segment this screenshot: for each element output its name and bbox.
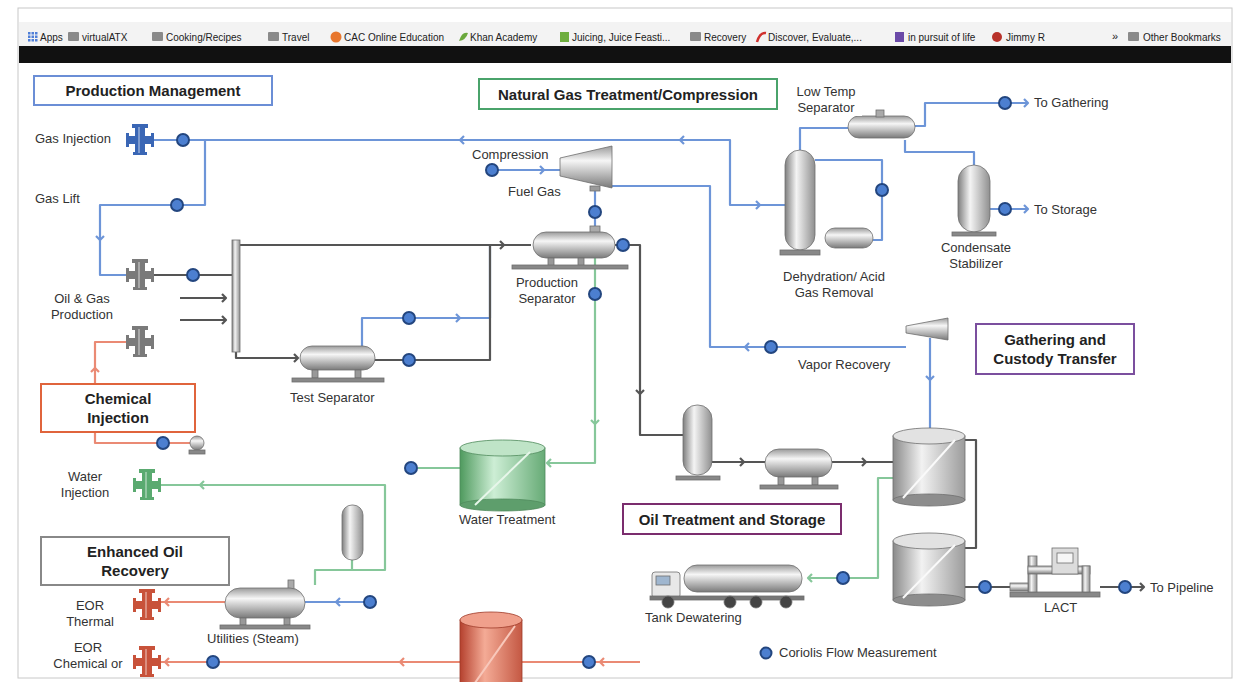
flow-destination: To Pipeline (1150, 580, 1214, 596)
equipment-label: Utilities (Steam) (207, 631, 299, 647)
section-title: Enhanced Oil Recovery (52, 542, 218, 580)
bookmark-label: Other Bookmarks (1143, 31, 1221, 44)
equipment-label: Condensate Stabilizer (935, 240, 1017, 272)
section-title: Gathering and Custody Transfer (987, 330, 1123, 368)
equipment-label: Production Separator (508, 275, 586, 307)
bookmark-label: in pursuit of life (908, 31, 975, 44)
equipment-label: Vapor Recovery (798, 357, 890, 373)
section-box: Enhanced Oil Recovery (40, 536, 230, 586)
legend-text: Coriolis Flow Measurement (779, 645, 937, 660)
flow-destination: To Storage (1034, 202, 1097, 218)
bookmark-label: Cooking/Recipes (166, 31, 242, 44)
section-box: Production Management (33, 75, 273, 106)
equipment-label: Test Separator (290, 390, 375, 406)
equipment-label: Water Treatment (459, 512, 555, 528)
equipment-label: Compression (472, 147, 549, 163)
section-box: Oil Treatment and Storage (622, 503, 842, 535)
bookmark-overflow: » (1112, 30, 1118, 43)
well-label: Gas Injection (35, 131, 111, 147)
browser-chrome (18, 8, 1232, 678)
section-title: Oil Treatment and Storage (639, 510, 826, 529)
bookmark-label: virtualATX (82, 31, 127, 44)
equipment-label: Low Temp Separator (790, 84, 862, 116)
bookmark-label: Apps (40, 31, 63, 44)
section-title: Production Management (65, 81, 240, 100)
section-box: Gathering and Custody Transfer (975, 323, 1135, 375)
well-label: Gas Lift (35, 191, 80, 207)
bookmark-label: Recovery (704, 31, 746, 44)
section-box: Chemical Injection (40, 383, 196, 433)
bookmark-label: Khan Academy (470, 31, 537, 44)
legend-symbol (759, 646, 773, 660)
section-box: Natural Gas Treatment/Compression (478, 78, 778, 110)
pipework (91, 99, 1144, 666)
bookmark-label: Jimmy R (1006, 31, 1045, 44)
well-label: Water Injection (50, 469, 120, 501)
legend-item: Coriolis Flow Measurement (759, 645, 937, 660)
equipment-label: LACT (1044, 600, 1077, 616)
bookmark-label: Juicing, Juice Feasti... (572, 31, 670, 44)
section-title: Natural Gas Treatment/Compression (498, 85, 758, 104)
flow-destination: To Gathering (1034, 95, 1108, 111)
equipment-label: Tank Dewatering (645, 610, 742, 626)
equipment-label: Dehydration/ Acid Gas Removal (778, 269, 890, 301)
bookmark-label: Discover, Evaluate,... (768, 31, 862, 44)
coriolis-meters (157, 97, 1131, 668)
bookmark-label: CAC Online Education (344, 31, 444, 44)
bookmark-label: Travel (282, 31, 309, 44)
well-label: EOR Chemical or (48, 640, 128, 672)
well-label: EOR Thermal (58, 598, 122, 630)
equipment (189, 110, 1100, 682)
equipment-label: Fuel Gas (508, 184, 561, 200)
well-label: Oil & Gas Production (40, 291, 124, 323)
section-title: Chemical Injection (52, 389, 184, 427)
